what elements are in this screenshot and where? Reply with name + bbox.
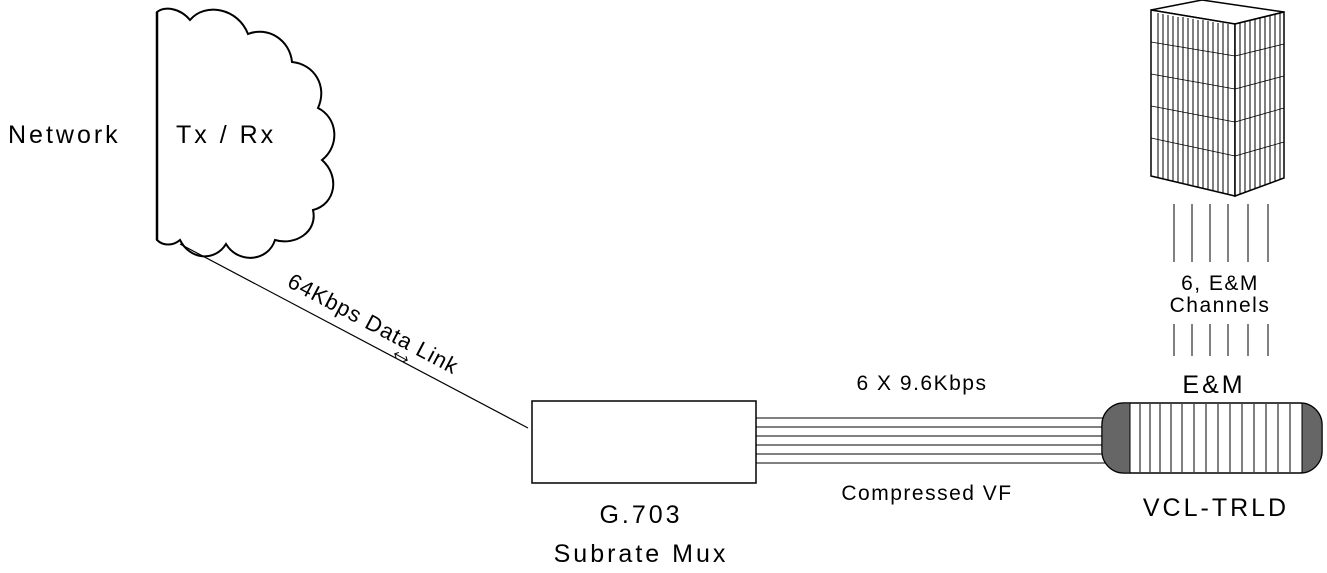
trunk-lines: 6 X 9.6Kbps Compressed VF (756, 372, 1105, 505)
device-left-cap (1101, 402, 1131, 474)
channels-label-line1: 6, E&M (1181, 272, 1259, 295)
building-icon (1150, 0, 1285, 198)
device-name-label: VCL-TRLD (1143, 494, 1289, 522)
device-right-cap (1299, 402, 1323, 474)
cloud-icon (156, 7, 336, 259)
data-link: 64Kbps Data Link (179, 243, 529, 429)
mux-box (531, 400, 757, 484)
subrate-mux: G.703 Subrate Mux (531, 400, 757, 568)
trunk-rate-label: 6 X 9.6Kbps (857, 372, 988, 395)
device-top-label: E&M (1182, 371, 1245, 399)
channel-lines (1173, 204, 1269, 356)
network-cloud: Network Tx / Rx (8, 7, 336, 259)
cloud-label: Tx / Rx (176, 121, 276, 149)
data-link-line (179, 243, 529, 429)
mux-label-line1: G.703 (599, 501, 682, 529)
mux-label-line2: Subrate Mux (554, 540, 729, 568)
channels-label-line2: Channels (1170, 294, 1271, 317)
network-label: Network (8, 121, 121, 149)
data-link-label: 64Kbps Data Link (284, 268, 463, 379)
device-ribs (1139, 404, 1291, 472)
bidirectional-arrow-icon (394, 351, 408, 363)
device-body (1101, 402, 1323, 474)
trunk-type-label: Compressed VF (841, 482, 1012, 505)
vcl-trld-device: E&M VCL-TRLD (1101, 371, 1323, 522)
